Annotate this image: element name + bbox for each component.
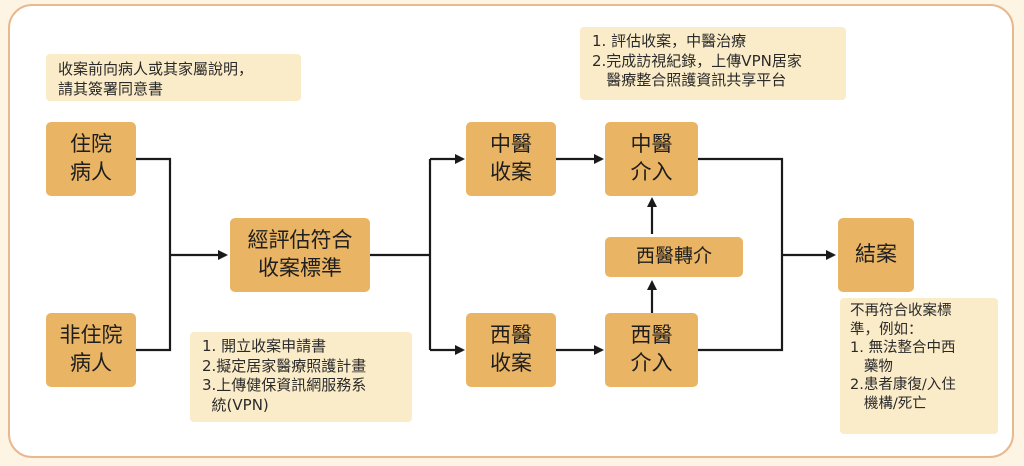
closure-criteria-line: 不再符合收案標 <box>850 303 952 319</box>
connector-inpatient <box>136 157 172 255</box>
closure-criteria-line: 機構/死亡 <box>850 395 927 412</box>
closure-criteria-note: 不再符合收案標 準，例如： 1. 無法整合中西 藥物 2.患者康復/入住 機構/… <box>840 298 998 434</box>
consent-note-line: 收案前向病人或其家屬說明， <box>58 60 254 78</box>
intake-steps-line: 2.擬定居家醫療照護計畫 <box>202 356 367 375</box>
wm-intake-label: 西醫 收案 <box>490 323 532 375</box>
closure-node: 結案 <box>838 218 914 292</box>
closure-criteria-line: 藥物 <box>850 358 893 375</box>
tcm-intake-label: 中醫 收案 <box>490 132 532 184</box>
criteria-label: 經評估符合 收案標準 <box>247 228 353 280</box>
tcm-intervention-label: 中醫 介入 <box>630 132 673 184</box>
wm-intervention-node: 西醫 介入 <box>605 313 698 387</box>
inpatient-label: 住院 病人 <box>70 132 112 184</box>
tcm-intervention-node: 中醫 介入 <box>605 122 698 196</box>
tcm-intake-node: 中醫 收案 <box>466 122 556 196</box>
wm-referral-node: 西醫轉介 <box>605 237 743 277</box>
tcm-steps-line: 醫療整合照護資訊共享平台 <box>592 71 787 89</box>
tcm-steps-line: 1. 評估收案，中醫治療 <box>592 32 747 50</box>
connector-outpatient <box>136 255 172 352</box>
closure-criteria-line: 1. 無法整合中西 <box>850 340 956 357</box>
wm-intervention-label: 西醫 介入 <box>630 323 673 375</box>
tcm-steps-line: 2.完成訪視紀錄，上傳VPN居家 <box>592 51 802 70</box>
closure-criteria-line: 準，例如： <box>850 321 923 338</box>
wm-intake-node: 西醫 收案 <box>466 313 556 387</box>
closure-label: 結案 <box>855 242 897 267</box>
outpatient-node: 非住院 病人 <box>46 313 136 387</box>
intake-steps-note: 1. 開立收案申請書 2.擬定居家醫療照護計畫 3.上傳健保資訊網服務系 統(V… <box>190 332 412 422</box>
outpatient-label: 非住院 病人 <box>59 323 123 375</box>
wm-referral-label: 西醫轉介 <box>635 245 712 268</box>
tcm-steps-note: 1. 評估收案，中醫治療 2.完成訪視紀錄，上傳VPN居家 醫療整合照護資訊共享… <box>580 27 846 100</box>
intake-steps-line: 3.上傳健保資訊網服務系 <box>202 376 367 394</box>
intake-steps-line: 統(VPN) <box>202 395 269 414</box>
inpatient-node: 住院 病人 <box>46 122 136 196</box>
closure-criteria-line: 2.患者康復/入住 <box>850 377 956 394</box>
criteria-node: 經評估符合 收案標準 <box>230 218 370 292</box>
consent-note-line: 請其簽署同意書 <box>58 79 164 98</box>
intake-steps-line: 1. 開立收案申請書 <box>202 337 327 355</box>
consent-note: 收案前向病人或其家屬說明， 請其簽署同意書 <box>46 54 301 101</box>
